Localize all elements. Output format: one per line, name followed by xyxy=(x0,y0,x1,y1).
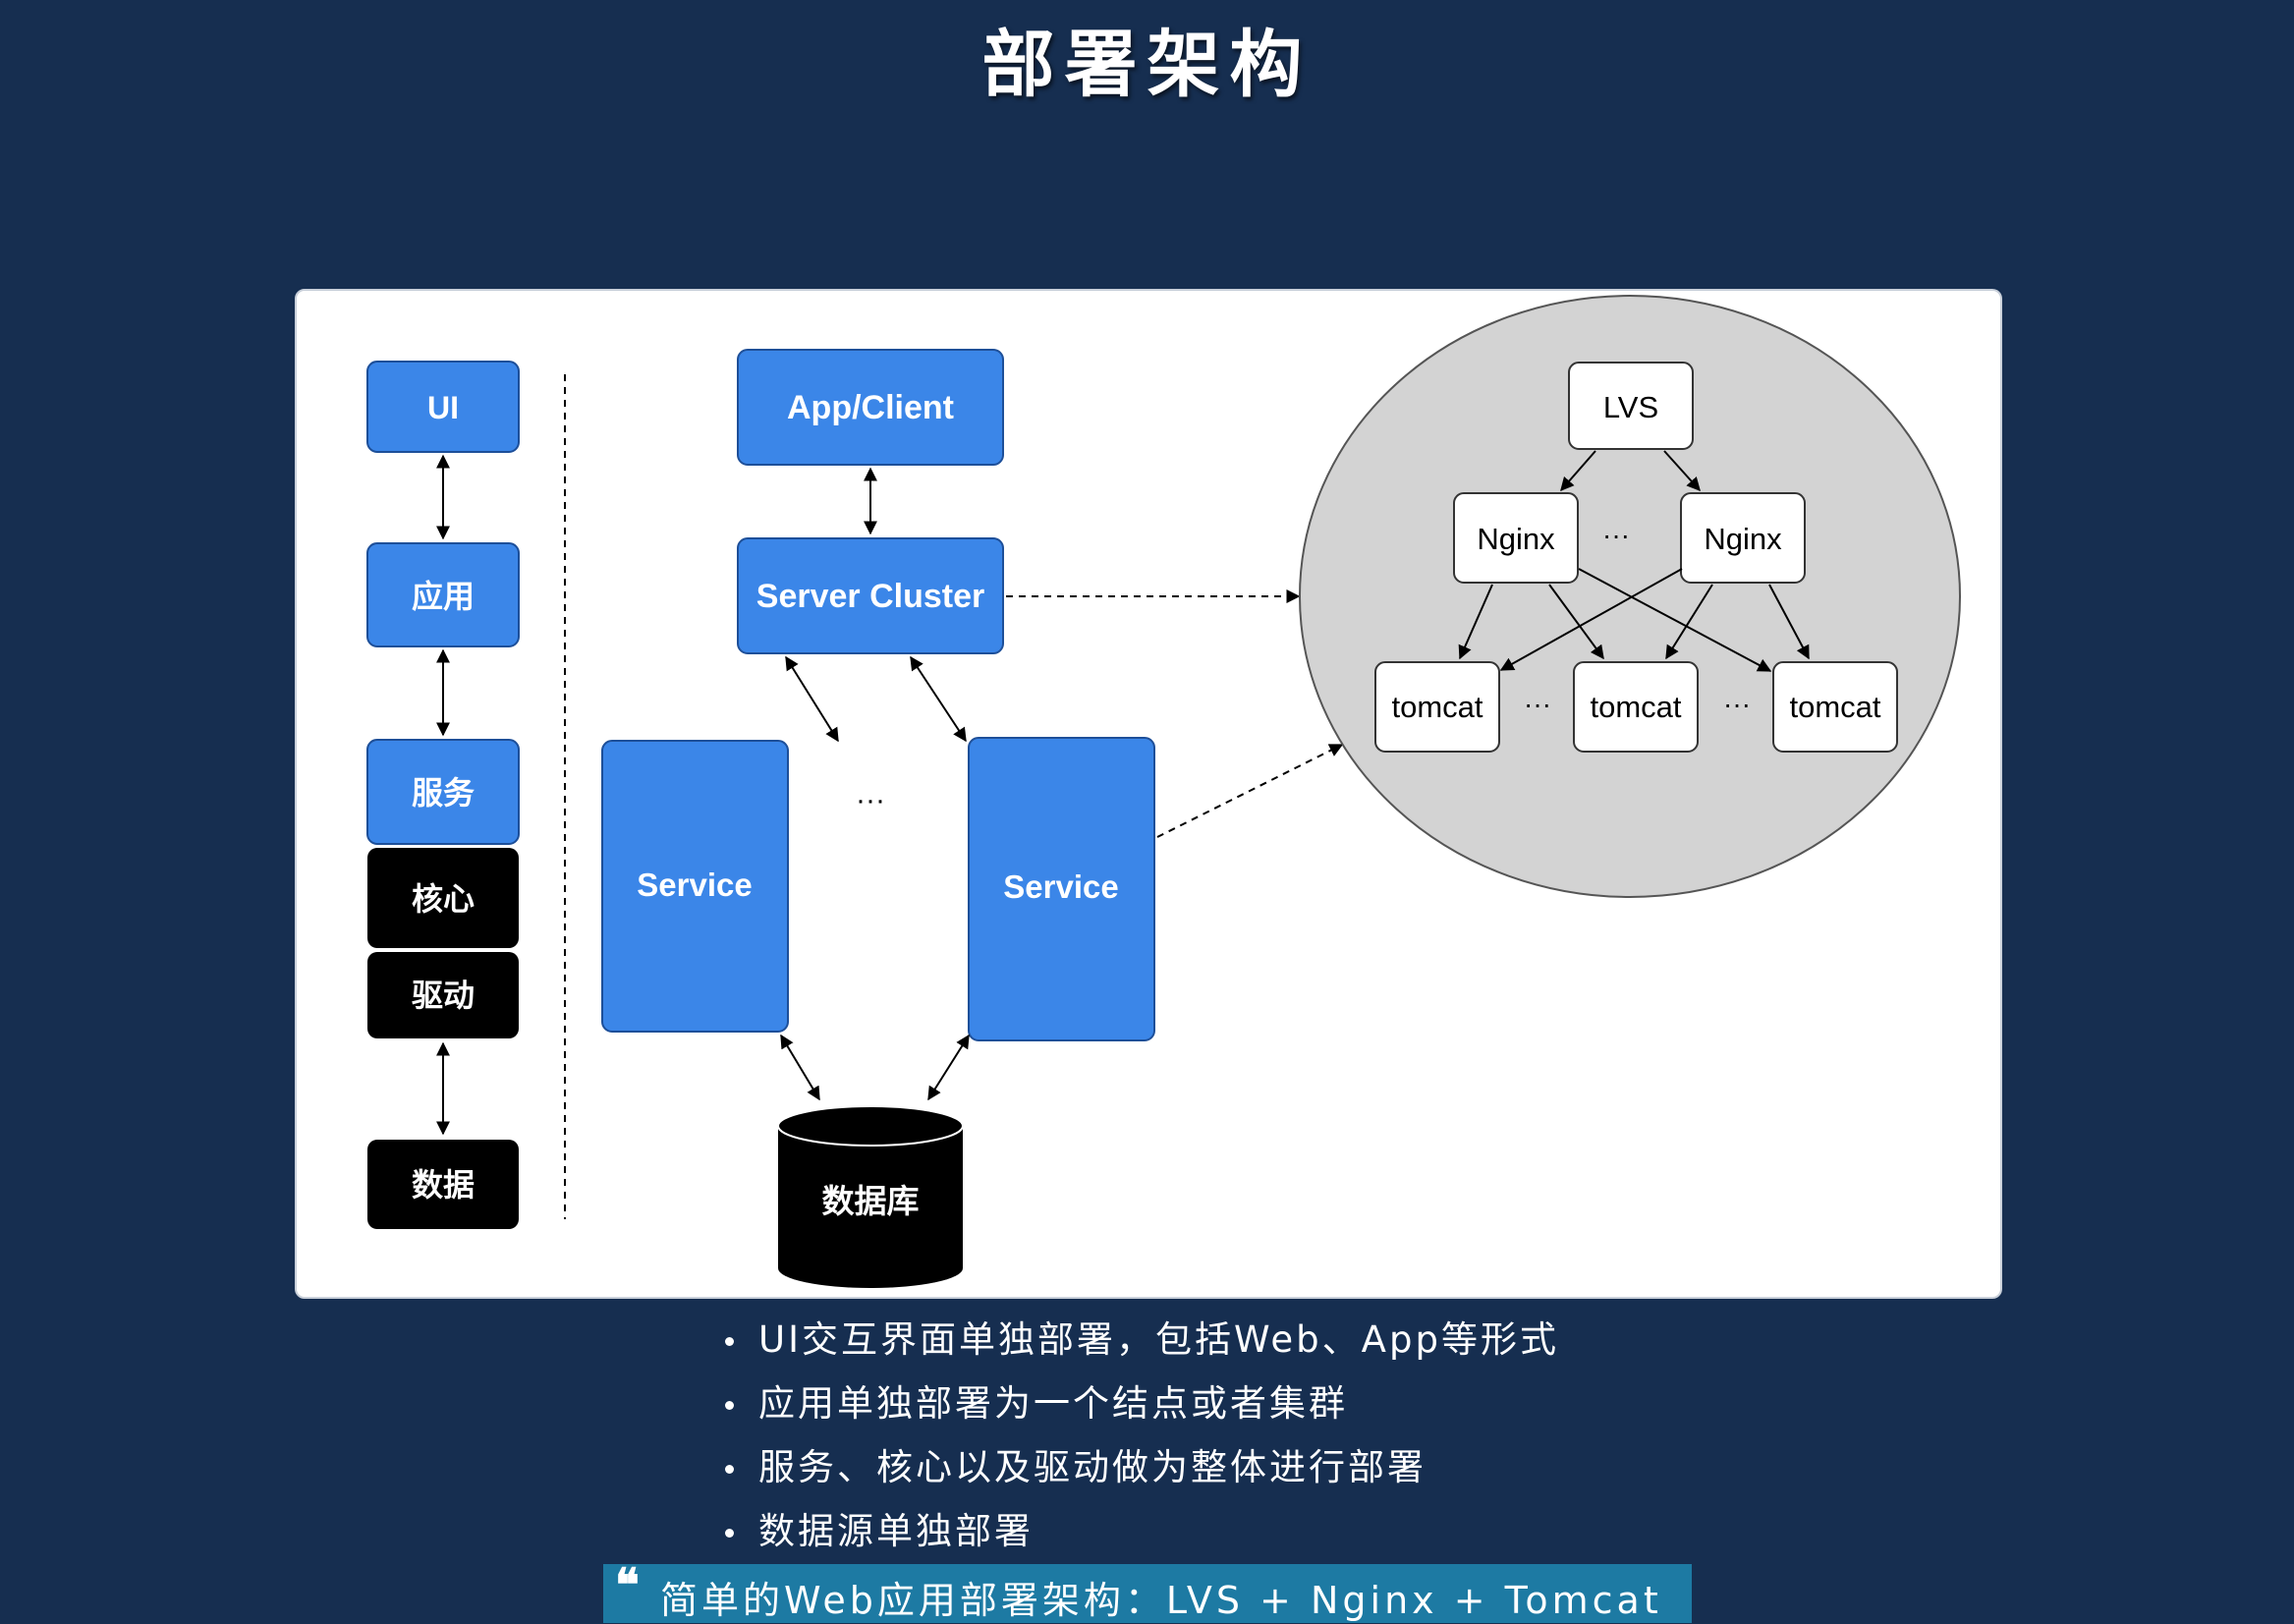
architecture-diagram: .bt { fill: #ffffff; font-family: "Liber… xyxy=(366,295,1961,1288)
quote-text: 简单的Web应用部署架构：LVS + Nginx + Tomcat xyxy=(660,1579,1662,1622)
layer-app-box: 应用 xyxy=(366,542,520,647)
layer-service-label: 服务 xyxy=(412,775,475,811)
arrow-nginx-right-tomcat-2 xyxy=(1665,584,1713,660)
layer-data-label: 数据 xyxy=(412,1167,475,1203)
arrow-service-left-db xyxy=(780,1034,820,1101)
nginx-right-label: Nginx xyxy=(1704,522,1782,556)
tomcat-1-box: tomcat xyxy=(1374,661,1500,753)
nginx-left-label: Nginx xyxy=(1477,522,1555,556)
layer-ui-box: UI xyxy=(366,361,520,453)
arrow-service-right-db xyxy=(927,1034,970,1101)
server-cluster-label: Server Cluster xyxy=(756,578,984,615)
arrow-nginx-left-tomcat-2 xyxy=(1548,584,1604,660)
bullet-item: UI交互界面单独部署，包括Web、App等形式 xyxy=(725,1313,1559,1376)
tomcat-3-label: tomcat xyxy=(1789,690,1880,724)
nginx-ellipsis: ··· xyxy=(1602,520,1630,550)
arrow-nginx-left-tomcat-3 xyxy=(1578,568,1772,672)
arrow-cluster-service-left xyxy=(785,655,839,743)
layer-app-label: 应用 xyxy=(412,579,475,614)
layer-service-box: 服务 xyxy=(366,739,520,845)
dashed-arrow-service-to-lvs xyxy=(1156,744,1344,838)
service-ellipsis: ··· xyxy=(856,784,885,816)
architecture-diagram-panel: .bt { fill: #ffffff; font-family: "Liber… xyxy=(295,289,2002,1299)
tomcat-ellipsis-2: ··· xyxy=(1723,689,1751,719)
database-label: 数据库 xyxy=(822,1183,920,1219)
layer-core-label: 核心 xyxy=(412,881,475,917)
arrow-lvs-nginx-right xyxy=(1663,450,1701,492)
layer-driver-box: 驱动 xyxy=(367,952,519,1038)
tomcat-3-box: tomcat xyxy=(1772,661,1898,753)
service-right-box: Service xyxy=(968,737,1155,1041)
quote-bar: ❝ 简单的Web应用部署架构：LVS + Nginx + Tomcat xyxy=(603,1558,1692,1623)
service-right-label: Service xyxy=(1003,868,1118,905)
quote-icon: ❝ xyxy=(615,1558,640,1611)
app-client-box: App/Client xyxy=(737,349,1004,466)
server-cluster-box: Server Cluster xyxy=(737,537,1004,654)
nginx-left-box: Nginx xyxy=(1453,492,1579,584)
app-client-label: App/Client xyxy=(787,389,954,426)
tomcat-2-box: tomcat xyxy=(1573,661,1699,753)
tomcat-1-label: tomcat xyxy=(1391,690,1483,724)
lvs-label: LVS xyxy=(1603,390,1658,424)
arrow-nginx-right-tomcat-1 xyxy=(1499,568,1683,671)
layer-driver-label: 驱动 xyxy=(412,978,475,1013)
bullet-item: 服务、核心以及驱动做为整体进行部署 xyxy=(725,1440,1559,1504)
layer-core-box: 核心 xyxy=(367,848,519,948)
bullet-item: 数据源单独部署 xyxy=(725,1504,1559,1568)
tomcat-2-label: tomcat xyxy=(1590,690,1681,724)
bullet-item: 应用单独部署为一个结点或者集群 xyxy=(725,1376,1559,1440)
tomcat-ellipsis-1: ··· xyxy=(1524,689,1551,719)
nginx-right-box: Nginx xyxy=(1680,492,1806,584)
lvs-box: LVS xyxy=(1568,362,1694,450)
bullet-list: UI交互界面单独部署，包括Web、App等形式 应用单独部署为一个结点或者集群 … xyxy=(725,1313,1559,1568)
page-title: 部署架构 xyxy=(981,23,1313,107)
service-left-box: Service xyxy=(601,740,789,1033)
layer-ui-label: UI xyxy=(427,390,459,425)
arrow-nginx-left-tomcat-1 xyxy=(1458,584,1493,660)
arrow-cluster-service-right xyxy=(910,655,967,743)
service-left-label: Service xyxy=(637,867,752,903)
arrow-nginx-right-tomcat-3 xyxy=(1768,584,1810,660)
database-cylinder: 数据库 xyxy=(777,1105,964,1288)
arrow-lvs-nginx-left xyxy=(1560,450,1596,492)
layer-data-box: 数据 xyxy=(367,1140,519,1229)
